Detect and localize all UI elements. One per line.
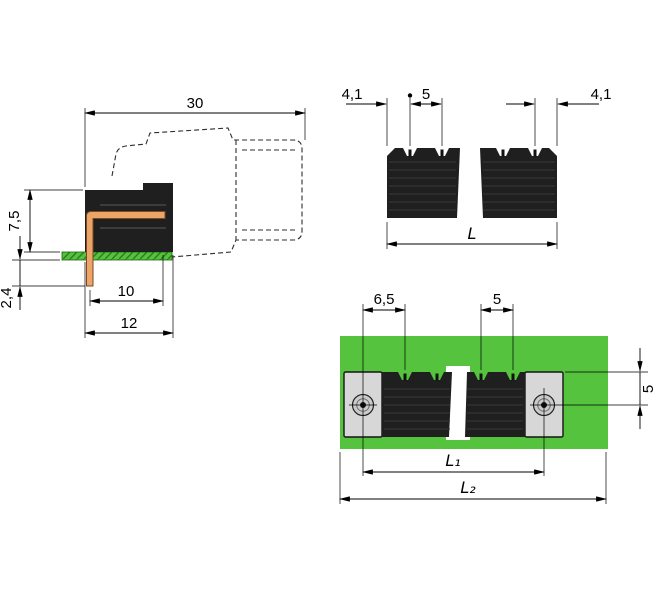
dim-label-4-1-right: 4,1 (591, 86, 612, 103)
dim-height-7-5: 7,5 (6, 189, 83, 253)
molding-texture-top (384, 388, 523, 430)
dim-length-L: L (386, 222, 558, 249)
dim-label-5-board: 5 (493, 291, 501, 308)
dim-overall-depth-30: 30 (84, 95, 306, 187)
dim-front-top: 4,1 5 4,1 (342, 86, 612, 146)
molding-texture-front (389, 161, 555, 211)
pins-top (403, 373, 515, 381)
dim-label-10: 10 (118, 283, 135, 300)
dim-label-L1: L₁ (445, 451, 460, 470)
dim-label-30: 30 (187, 95, 204, 112)
pins-front (408, 149, 537, 157)
dim-label-5-pitch: 5 (422, 86, 430, 103)
front-view: 4,1 5 4,1 L (342, 86, 612, 249)
side-view: 30 7,5 2,4 10 12 (0, 95, 306, 338)
pcb-side-view (61, 251, 173, 261)
dim-label-4-1-left: 4,1 (342, 86, 363, 103)
dim-label-L: L (468, 224, 477, 243)
dim-pin-below-2-4: 2,4 (0, 236, 85, 310)
dim-pin-to-front-10: 10 (89, 255, 164, 306)
dim-label-5-offset: 5 (640, 385, 655, 393)
pin-strip-front (387, 148, 557, 218)
dim-label-2-4: 2,4 (0, 288, 15, 309)
front-segment-right (480, 148, 557, 218)
dim-label-6-5: 6,5 (374, 291, 395, 308)
dim-board-top: 6,5 5 (362, 291, 545, 476)
board-view: 6,5 5 5 L₁ L₂ (339, 291, 655, 504)
dim-L1: L₁ (362, 451, 545, 475)
dim-label-7-5: 7,5 (6, 211, 23, 232)
pin-one-datum-dot (407, 93, 413, 98)
solder-pin-bent (86, 211, 166, 287)
front-segment-left (387, 148, 460, 218)
dim-label-L2: L₂ (460, 478, 476, 497)
mating-plug-outline-dashed (111, 127, 303, 258)
dim-L2: L₂ (339, 452, 607, 504)
dim-body-depth-12: 12 (84, 255, 174, 338)
dim-row-offset-5: 5 (558, 348, 655, 429)
dim-label-12: 12 (121, 315, 138, 332)
